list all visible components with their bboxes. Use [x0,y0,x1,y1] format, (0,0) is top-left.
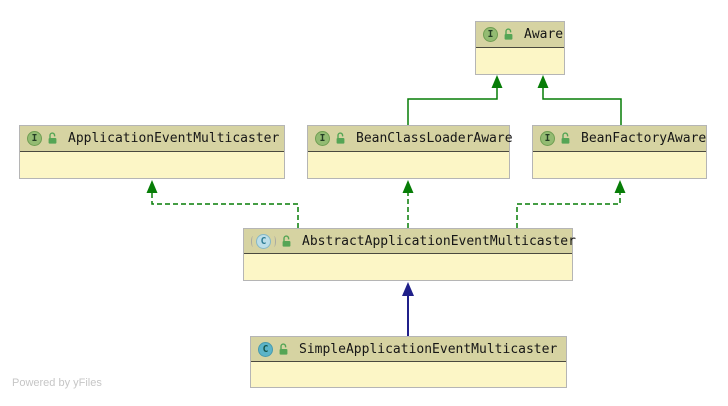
edge-beanfactoryaware-extends-aware[interactable] [537,75,622,125]
public-lock-icon [48,132,57,144]
edge-abstract-implements-applicationeventmulticaster[interactable] [146,180,299,228]
node-title: AbstractApplicationEventMulticaster [302,233,576,249]
node-title: SimpleApplicationEventMulticaster [299,341,558,357]
node-header: I BeanFactoryAware [533,126,706,152]
node-title: ApplicationEventMulticaster [68,131,280,146]
node-title: Aware [524,27,564,42]
triangle-arrowhead [146,180,158,193]
triangle-arrowhead [614,180,626,193]
edge-simple-extends-abstract[interactable] [402,282,414,336]
node-header: I BeanClassLoaderAware [308,126,513,152]
public-lock-icon [282,234,291,247]
public-lock-icon [336,132,345,144]
public-lock-icon [504,28,513,40]
public-lock-icon [561,132,570,144]
class-icon: C [258,341,273,357]
triangle-arrowhead [537,75,549,88]
abstract-marker-right [272,235,276,247]
node-abstract-application-event-multicaster[interactable]: C AbstractApplicationEventMulticaster [243,228,576,281]
node-bean-factory-aware[interactable]: I BeanFactoryAware [532,125,707,179]
abstract-class-icon: C [251,233,276,249]
node-header: C SimpleApplicationEventMulticaster [251,337,566,362]
node-simple-application-event-multicaster[interactable]: C SimpleApplicationEventMulticaster [250,336,567,388]
edge-beanclassloaderaware-extends-aware[interactable] [407,75,503,125]
public-lock-icon [279,342,288,355]
triangle-arrowhead [402,180,414,193]
node-header: I ApplicationEventMulticaster [20,126,284,152]
node-bean-class-loader-aware[interactable]: I BeanClassLoaderAware [307,125,513,179]
edge-abstract-implements-beanclassloaderaware[interactable] [402,180,414,228]
node-application-event-multicaster[interactable]: I ApplicationEventMulticaster [19,125,285,179]
interface-icon: I [315,131,330,146]
triangle-arrowhead [491,75,503,88]
yfiles-watermark: Powered by yFiles [12,377,102,389]
node-aware[interactable]: I Aware [475,21,565,75]
node-title: BeanClassLoaderAware [356,131,513,146]
abstract-marker-left [251,235,255,247]
node-header: I Aware [476,22,564,48]
edge-abstract-implements-beanfactoryaware[interactable] [516,180,626,228]
node-title: BeanFactoryAware [581,131,707,146]
interface-icon: I [27,131,42,146]
triangle-arrowhead [402,282,414,296]
interface-icon: I [483,27,498,42]
node-header: C AbstractApplicationEventMulticaster [244,229,576,254]
interface-icon: I [540,131,555,146]
